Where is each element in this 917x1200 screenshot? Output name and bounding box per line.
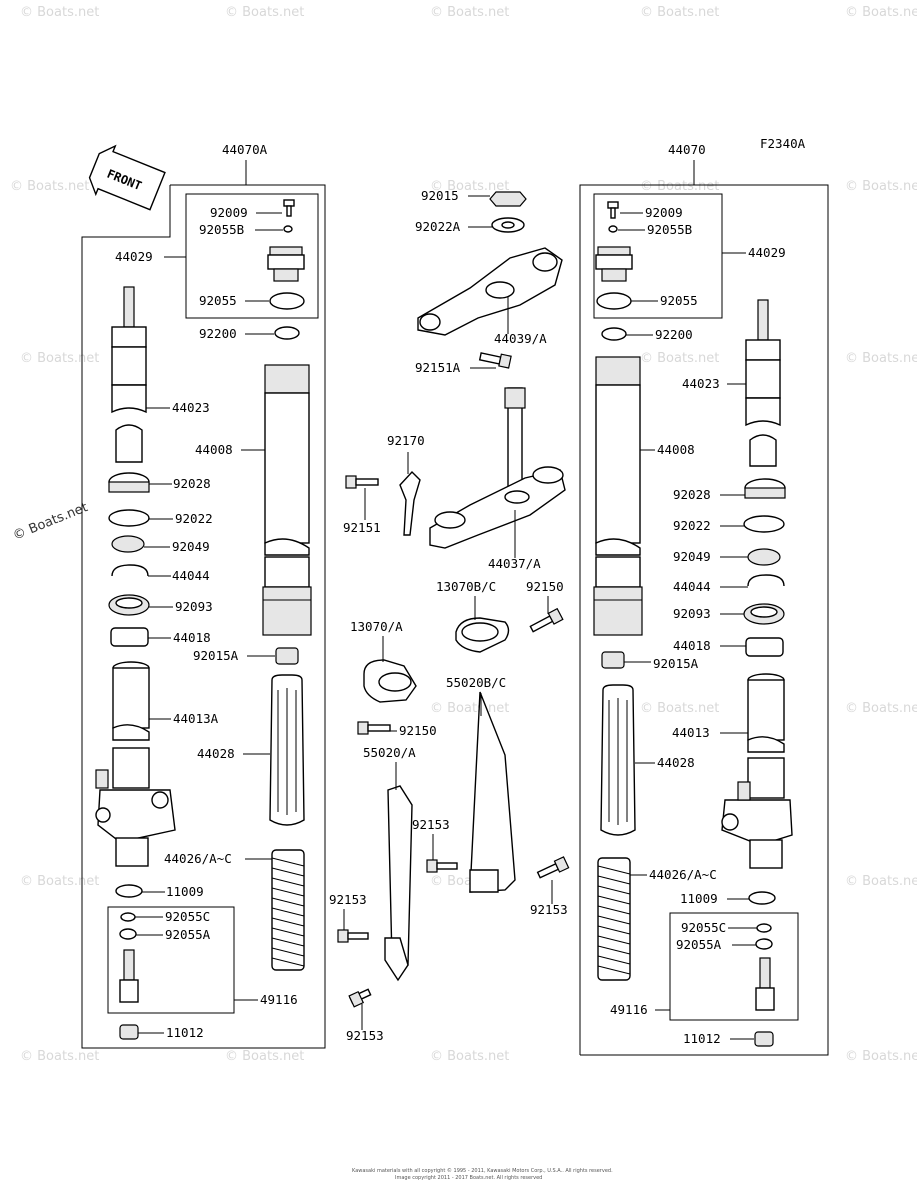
- watermark: © Boats.net: [225, 1049, 304, 1064]
- part-label: 92049: [673, 549, 711, 564]
- part-label: 13070B/C: [436, 579, 496, 594]
- front-arrow-icon: FRONT: [88, 144, 166, 211]
- part-label: 92153: [530, 902, 568, 917]
- part-label: 92055B: [199, 222, 244, 237]
- part-label: 92022: [175, 511, 213, 526]
- part-label: 44023: [682, 376, 720, 391]
- part-label: 92028: [673, 487, 711, 502]
- part-label: 92055B: [647, 222, 692, 237]
- left-fork-assembly: 44070A 92009 92055B 44029 92055 92200 44…: [81, 142, 326, 1049]
- part-label: 92015A: [653, 656, 699, 671]
- watermark: © Boats.net: [640, 5, 719, 20]
- part-label: 44039/A: [494, 331, 547, 346]
- part-label: 44037/A: [488, 556, 541, 571]
- watermark: © Boats.net: [845, 179, 917, 194]
- center-parts: 92015 92022A 44039/A 92151A 44037/A 9217…: [329, 188, 570, 1043]
- watermark: © Boats.net: [845, 701, 917, 716]
- part-label: 92200: [199, 326, 237, 341]
- part-label: 13070/A: [350, 619, 403, 634]
- footer-copyright: Kawasaki materials with all copyright © …: [352, 1167, 613, 1174]
- part-label: 44008: [657, 442, 695, 457]
- part-label: 92055A: [676, 937, 722, 952]
- part-label: 92028: [173, 476, 211, 491]
- part-label: 55020/A: [363, 745, 416, 760]
- part-label: 92009: [645, 205, 683, 220]
- part-label: 11009: [680, 891, 718, 906]
- part-label: 92093: [673, 606, 711, 621]
- watermark: © Boats.net: [430, 179, 509, 194]
- watermark-side: © Boats.net: [11, 500, 90, 544]
- part-label: 44029: [748, 245, 786, 260]
- watermark: © Boats.net: [430, 1049, 509, 1064]
- watermark: © Boats.net: [225, 5, 304, 20]
- part-label: 49116: [260, 992, 298, 1007]
- part-label: 92009: [210, 205, 248, 220]
- part-label: 44013A: [173, 711, 219, 726]
- part-label: 44013: [672, 725, 710, 740]
- part-label: 92055C: [681, 920, 726, 935]
- part-label: 92049: [172, 539, 210, 554]
- part-label: 49116: [610, 1002, 648, 1017]
- part-label: 92170: [387, 433, 425, 448]
- part-label: 92153: [412, 817, 450, 832]
- part-label: 92153: [329, 892, 367, 907]
- watermark: © Boats.net: [845, 874, 917, 889]
- part-label: 92055A: [165, 927, 211, 942]
- watermark: © Boats.net: [20, 5, 99, 20]
- part-label: 44018: [673, 638, 711, 653]
- part-label: 11012: [166, 1025, 204, 1040]
- part-label: 92022A: [415, 219, 461, 234]
- part-label: 92015: [421, 188, 459, 203]
- part-label: 92151: [343, 520, 381, 535]
- watermark: © Boats.net: [845, 1049, 917, 1064]
- watermark: © Boats.net: [20, 1049, 99, 1064]
- part-label: 92015A: [193, 648, 239, 663]
- part-label: 92093: [175, 599, 213, 614]
- part-label: 92153: [346, 1028, 384, 1043]
- part-label: 44008: [195, 442, 233, 457]
- part-label: 92055: [660, 293, 698, 308]
- watermark: © Boats.net: [20, 351, 99, 366]
- part-label: 44023: [172, 400, 210, 415]
- left-assembly-label: 44070A: [222, 142, 268, 157]
- part-label: 44028: [657, 755, 695, 770]
- part-label: 44029: [115, 249, 153, 264]
- watermark: © Boats.net: [430, 5, 509, 20]
- part-label: 11012: [683, 1031, 721, 1046]
- part-label: 92200: [655, 327, 693, 342]
- part-label: 44044: [172, 568, 210, 583]
- part-label: 44026/A~C: [164, 851, 232, 866]
- part-label: 92150: [399, 723, 437, 738]
- right-assembly-label: 44070: [668, 142, 706, 157]
- watermark: © Boats.net: [845, 351, 917, 366]
- watermark: © Boats.net: [640, 351, 719, 366]
- part-label: 92151A: [415, 360, 461, 375]
- spring-icon: [597, 857, 631, 981]
- watermark: © Boats.net: [640, 701, 719, 716]
- watermark: © Boats.net: [20, 874, 99, 889]
- part-label: 92055C: [165, 909, 210, 924]
- part-label: 44026/A~C: [649, 867, 717, 882]
- spring-icon: [271, 849, 305, 971]
- watermark: © Boats.net: [430, 701, 509, 716]
- part-label: 55020B/C: [446, 675, 506, 690]
- right-fork-assembly: 44070 92009 92055B 44029 92055 92200 440…: [579, 142, 829, 1056]
- part-label: 11009: [166, 884, 204, 899]
- watermark: © Boats.net: [10, 179, 89, 194]
- watermark: © Boats.net: [640, 179, 719, 194]
- figure-code: F2340A: [760, 136, 806, 151]
- part-label: 92055: [199, 293, 237, 308]
- watermark: © Boats.net: [845, 5, 917, 20]
- footer-image-copyright: Image copyright 2011 - 2017 Boats.net. A…: [395, 1175, 542, 1181]
- part-label: 44018: [173, 630, 211, 645]
- part-label: 44028: [197, 746, 235, 761]
- part-label: 92150: [526, 579, 564, 594]
- part-label: 92022: [673, 518, 711, 533]
- part-label: 44044: [673, 579, 711, 594]
